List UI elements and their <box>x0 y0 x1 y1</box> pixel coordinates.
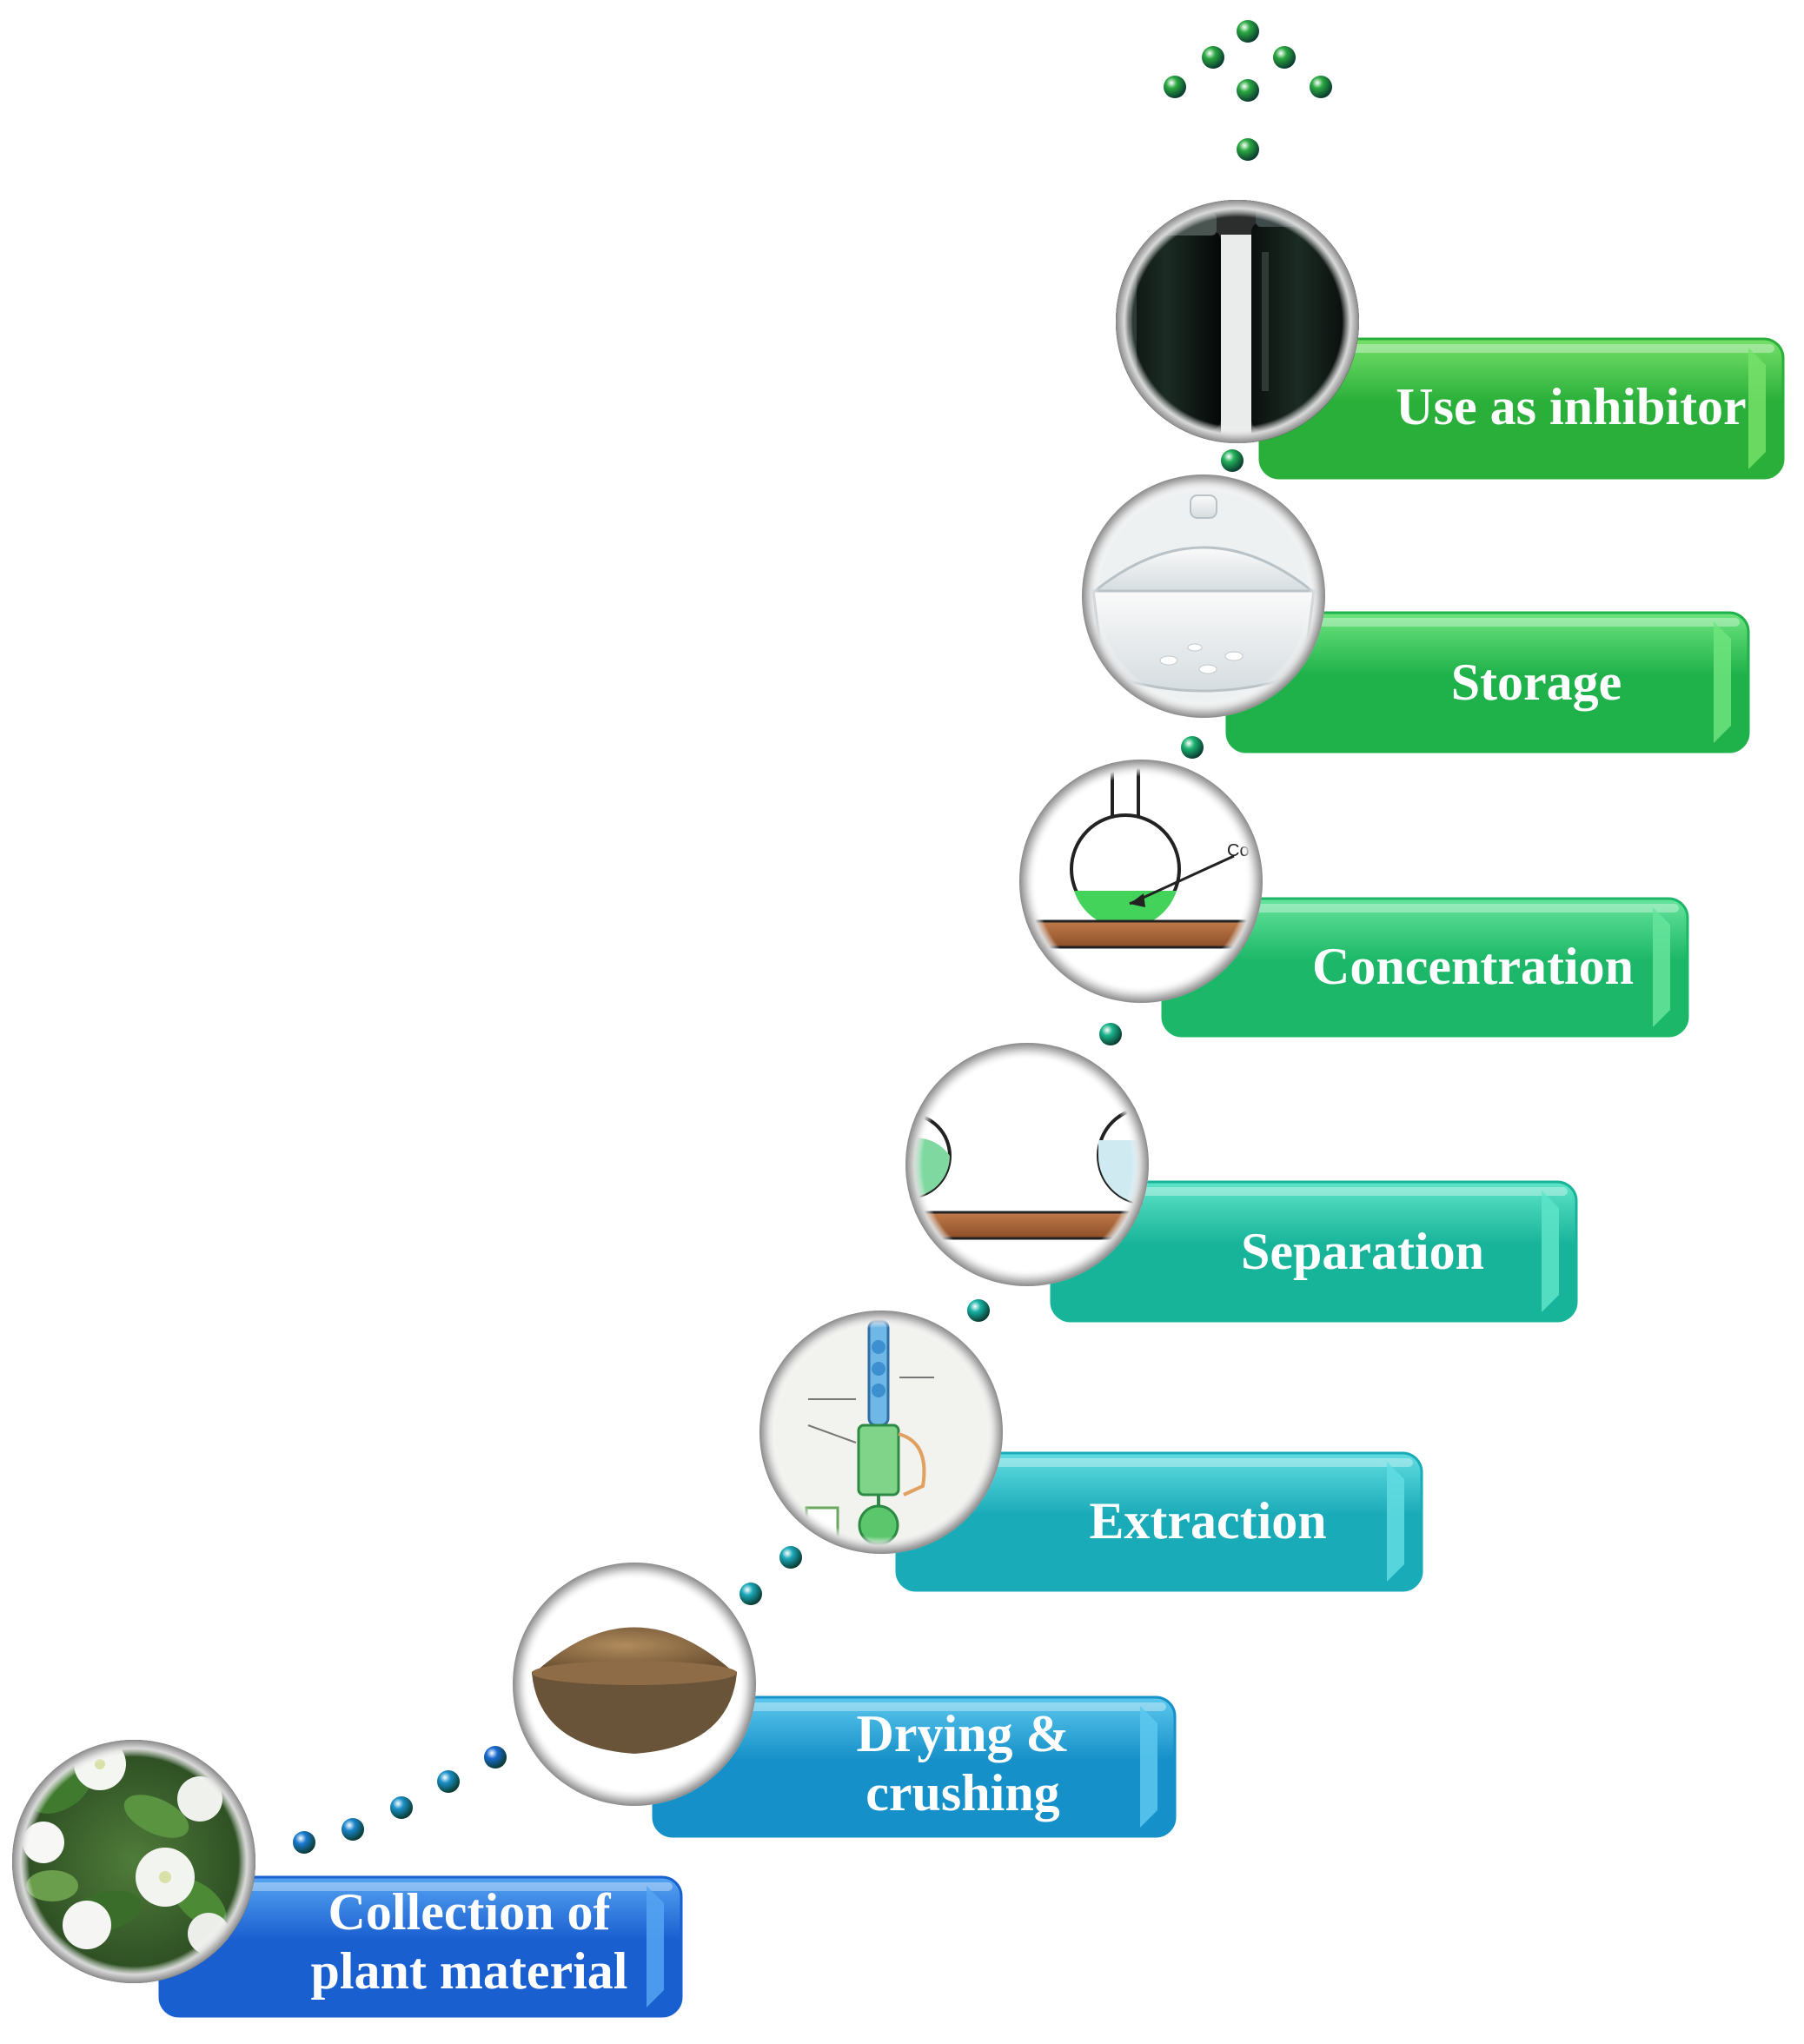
connector-dot <box>1221 449 1244 472</box>
step-banner-collection <box>158 1875 683 2018</box>
step-label-extraction: Extraction <box>1089 1492 1326 1550</box>
step-banner-drying <box>652 1696 1177 1838</box>
step-label-collection: Collection of <box>328 1883 612 1941</box>
step-banner-separation <box>1050 1180 1578 1323</box>
step-banner-storage <box>1225 611 1750 753</box>
powder-bowl-photo <box>513 1563 756 1806</box>
step-banner-inhibitor <box>1258 337 1785 480</box>
step-label-collection: plant material <box>311 1942 628 2000</box>
separation-flasks-diagram <box>905 1043 1149 1286</box>
connector-dots <box>293 20 1332 1854</box>
soxhlet-apparatus-diagram <box>759 1311 1003 1554</box>
step-label-storage: Storage <box>1451 654 1622 711</box>
flask-on-heater-diagram: Co <box>1019 760 1263 1003</box>
connector-dot <box>1164 76 1186 98</box>
connector-dot <box>293 1831 315 1854</box>
step-banner-extraction <box>895 1451 1423 1592</box>
step-label-inhibitor: Use as inhibitor <box>1396 378 1746 435</box>
connector-dot <box>390 1796 413 1819</box>
connector-dot <box>779 1546 802 1569</box>
desiccator-photo <box>1082 474 1325 718</box>
step-label-drying: crushing <box>866 1764 1059 1822</box>
step-label-separation: Separation <box>1241 1223 1484 1280</box>
step-label-drying: Drying & <box>857 1705 1070 1762</box>
connector-dot <box>342 1818 364 1841</box>
step-label-concentration: Concentration <box>1312 938 1634 995</box>
connector-dot <box>1202 46 1224 69</box>
dark-extract-jars-photo <box>1116 200 1359 443</box>
connector-dot <box>1181 736 1204 759</box>
white-flowers-photo <box>12 1740 255 1983</box>
connector-dot <box>1099 1023 1122 1045</box>
connector-dot <box>1237 20 1259 43</box>
connector-dot <box>1310 76 1332 98</box>
connector-dot <box>1273 46 1296 69</box>
connector-dot <box>1237 138 1259 161</box>
connector-dot <box>967 1299 990 1322</box>
connector-dot <box>740 1583 762 1605</box>
connector-dot <box>1237 79 1259 102</box>
step-banner-concentration <box>1161 897 1689 1038</box>
connector-dot <box>437 1770 460 1793</box>
connector-dot <box>484 1746 507 1769</box>
